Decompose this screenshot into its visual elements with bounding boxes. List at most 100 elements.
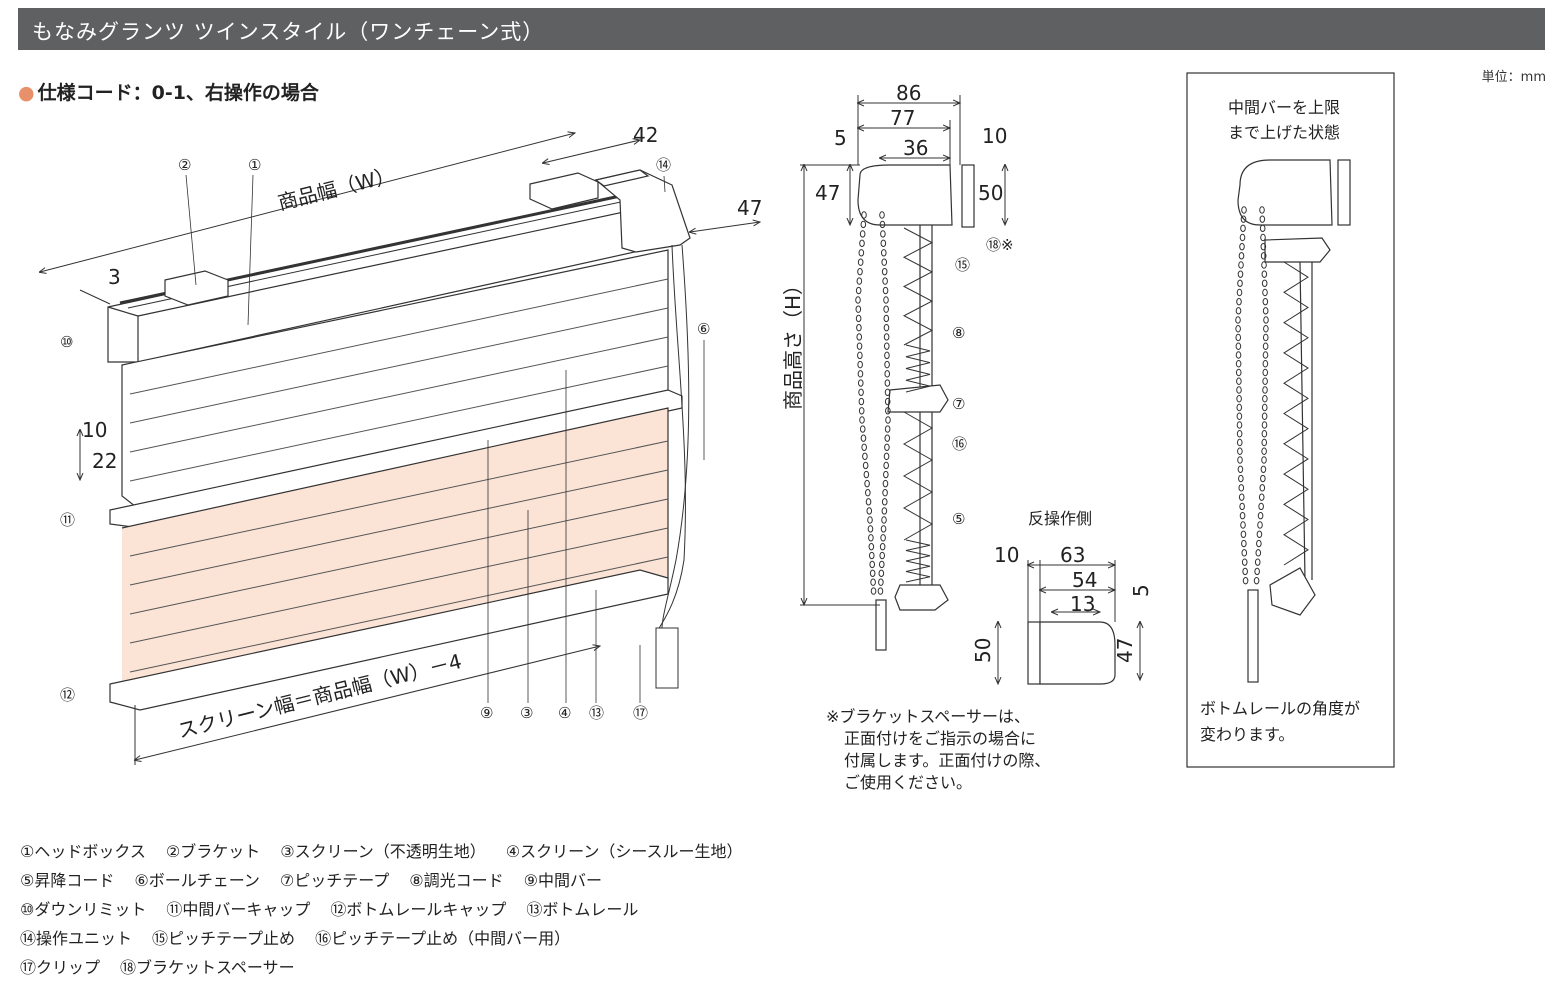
- chain-bead: [1259, 215, 1266, 223]
- callout-14: ⑭: [656, 156, 671, 174]
- dim-10: 10: [82, 418, 107, 442]
- bullet-icon: ●: [18, 82, 35, 104]
- legend-item: ⑭操作ユニット: [20, 929, 133, 948]
- chain-bead: [882, 479, 889, 488]
- chain-bead: [878, 578, 884, 586]
- page-title: もなみグランツ ツインスタイル（ワンチェーン式）: [32, 20, 545, 44]
- chain-bead: [1236, 412, 1243, 420]
- chain-bead: [884, 351, 890, 360]
- chain-bead: [863, 470, 870, 479]
- chain-bead: [857, 379, 864, 387]
- dim-47-side: 47: [815, 181, 840, 205]
- reverse-title: 反操作側: [1028, 509, 1092, 528]
- callout-16: ⑯: [952, 435, 967, 453]
- chain-bead: [1260, 465, 1267, 473]
- inset-caption-line1: 中間バーを上限: [1228, 98, 1340, 117]
- callout-7: ⑦: [952, 395, 965, 413]
- legend-item: ⑫ボトムレールキャップ: [330, 900, 507, 919]
- chain-bead: [1261, 261, 1267, 269]
- operation-unit: [594, 169, 691, 253]
- chain-bead: [1258, 493, 1265, 501]
- chain-bead: [862, 452, 868, 461]
- title-bar: もなみグランツ ツインスタイル（ワンチェーン式）: [18, 8, 1545, 50]
- chain-bead: [869, 560, 876, 569]
- chain-bead: [1260, 242, 1267, 251]
- chain-bead: [1260, 233, 1266, 242]
- chain-bead: [879, 211, 885, 219]
- chain-bead: [1260, 252, 1267, 260]
- pleat-lines: [129, 278, 669, 673]
- legend-item: ⑪中間バーキャップ: [166, 900, 311, 919]
- chain-bead: [855, 305, 862, 313]
- legend-item: ⑦ピッチテープ: [279, 871, 390, 890]
- side-dimension-lines: [800, 95, 1005, 605]
- chain-bead: [883, 333, 890, 341]
- main-callouts: ① ② ③ ④ ⑥ ⑨ ⑩ ⑪ ⑫ ⑬ ⑭ ⑰: [60, 156, 710, 722]
- chain-bead: [1236, 288, 1243, 297]
- chain-bead: [1237, 279, 1243, 288]
- rev-dim-10: 10: [994, 543, 1019, 567]
- dim-5-side: 5: [834, 126, 847, 150]
- chain-bead: [884, 388, 891, 397]
- chain-bead: [1259, 484, 1266, 492]
- dim-3: 3: [108, 265, 121, 289]
- chain-bead: [883, 314, 890, 323]
- pleat-zigzag: [905, 539, 931, 583]
- chain-bead: [879, 220, 886, 229]
- chain-bead: [884, 425, 891, 433]
- chain-bead: [1236, 403, 1243, 412]
- chain-bead: [1240, 521, 1246, 529]
- chain-bead: [1235, 351, 1242, 359]
- legend-item: ⑥ボールチェーン: [134, 871, 260, 890]
- chain-bead: [881, 507, 888, 515]
- rev-dim-47: 47: [1113, 638, 1137, 663]
- callout-15: ⑮: [955, 256, 970, 274]
- chain-bead: [882, 286, 889, 295]
- chain-bead: [1262, 386, 1268, 394]
- chain-bead: [1261, 270, 1268, 278]
- chain-bead: [881, 258, 888, 266]
- chain-bead: [1235, 325, 1241, 333]
- bracket-note-line: 付属します。正面付けの際、: [844, 751, 1051, 770]
- chain-bead: [1236, 438, 1243, 447]
- chain-bead: [1262, 297, 1269, 306]
- inset-blind: [1237, 159, 1351, 683]
- chain-bead: [1235, 360, 1242, 368]
- dim-36: 36: [903, 136, 928, 160]
- chain-bead: [864, 479, 870, 488]
- chain-bead: [1237, 456, 1243, 464]
- bracket-note-line: ご使用ください。: [844, 773, 973, 792]
- pleat-line: [129, 498, 669, 615]
- chain-bead: [861, 443, 867, 451]
- chain-bead: [1235, 316, 1241, 324]
- chain-bead: [883, 296, 889, 304]
- legend-item: ⑤昇降コード: [20, 871, 115, 890]
- legend-item: ③スクリーン（不透明生地）: [280, 842, 486, 861]
- inset-frame: [1186, 72, 1395, 768]
- chain-bead: [865, 489, 871, 497]
- chain-bead: [884, 397, 891, 406]
- pleat-line: [129, 307, 669, 424]
- chain-bead: [1239, 233, 1246, 242]
- inset-chain: [1235, 206, 1269, 585]
- chain-bead: [878, 560, 885, 569]
- chain-bead: [1261, 279, 1268, 288]
- legend-item: ②ブラケット: [165, 842, 261, 861]
- pleat-zigzag: [902, 227, 934, 346]
- chain-bead: [1241, 549, 1248, 557]
- chain-bead: [880, 230, 886, 238]
- chain-bead: [870, 578, 876, 586]
- dim-height: 商品高さ（H）: [781, 275, 805, 410]
- ball-chain: [655, 244, 690, 689]
- chain-bead: [884, 370, 891, 378]
- callout-8: ⑧: [952, 324, 965, 342]
- chain-bead: [1262, 288, 1268, 297]
- chain-bead: [883, 305, 889, 313]
- unit-label: 単位：mm: [1481, 70, 1546, 85]
- chain-bead: [1235, 368, 1242, 377]
- callout-18: ⑱※: [986, 236, 1014, 254]
- chain-bead: [1261, 430, 1268, 438]
- chain-bead: [883, 461, 889, 470]
- side-bottomrail: [894, 584, 949, 611]
- legend-item: ⑰クリップ: [20, 958, 101, 977]
